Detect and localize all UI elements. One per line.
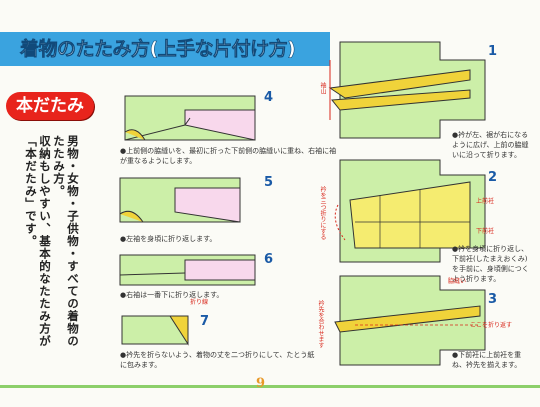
page-title: 着物のたたみ方(上手な片付け方): [20, 38, 296, 61]
intro-col2: たたみ方。: [52, 135, 66, 198]
step-caption: ●衿先を折らないよう、着物の丈を二つ折りにして、たとう紙に包みます。: [120, 351, 315, 369]
step-caption: ●衿を身頃に折り返し、下前衽(したまえおくみ)を手前に、身頃側につくよう折ります…: [452, 245, 529, 283]
diagram-step1: [328, 41, 486, 139]
label-eri-fold: 衿を三つ折りにする: [319, 186, 326, 240]
intro-col1: 男物・女物・子供物・すべての着物の: [66, 135, 80, 348]
diagram-step4: [124, 95, 256, 141]
intro-col3: 収納もしやすい、基本的なたたみ方が: [38, 135, 52, 348]
label-koko: ここを折り返す: [470, 322, 513, 329]
step-number: 3: [488, 292, 498, 307]
step-number: 1: [488, 44, 498, 59]
step-number: 7: [200, 314, 210, 329]
step-caption: ●左袖を身頃に折り返します。: [120, 235, 217, 243]
label-wakinui: 脇縫い: [448, 278, 467, 285]
step-caption: ●下前衽に上前衽を重ね、衿先を揃えます。: [452, 351, 522, 369]
step-caption: ●上前側の脇縫いを、最初に折った下前側の脇縫いに重ね、右袖に袖が重なるようにしま…: [120, 147, 337, 165]
label-eri-awase: 衿先を合わせます: [317, 300, 324, 348]
diagram-step6: [119, 254, 256, 286]
label-orisen: 折り線: [190, 299, 209, 306]
page-number: 9: [256, 376, 266, 391]
label-shitamae: 下前衽: [476, 228, 495, 235]
step-number: 5: [264, 175, 274, 190]
footer-line: [0, 385, 540, 388]
section-badge: 本だたみ: [6, 92, 94, 120]
diagram-step3: [334, 275, 486, 366]
title-bar: [0, 32, 330, 66]
intro-col4: 「本だたみ」です。: [24, 135, 38, 248]
step-number: 2: [488, 170, 498, 185]
step-caption: ●衿が左、裾が右になるように広げ、上前の脇縫いに沿って折ります。: [452, 131, 529, 159]
step-number: 6: [264, 252, 274, 267]
step-caption: ●右袖は一番下に折り返します。: [120, 291, 224, 299]
diagram-step2: [334, 159, 486, 263]
label-uwamae: 上前衽: [476, 198, 495, 205]
step-number: 4: [264, 90, 274, 105]
diagram-step5: [119, 177, 241, 223]
diagram-step7: [121, 315, 189, 346]
label-sode: 袖山: [319, 82, 326, 94]
